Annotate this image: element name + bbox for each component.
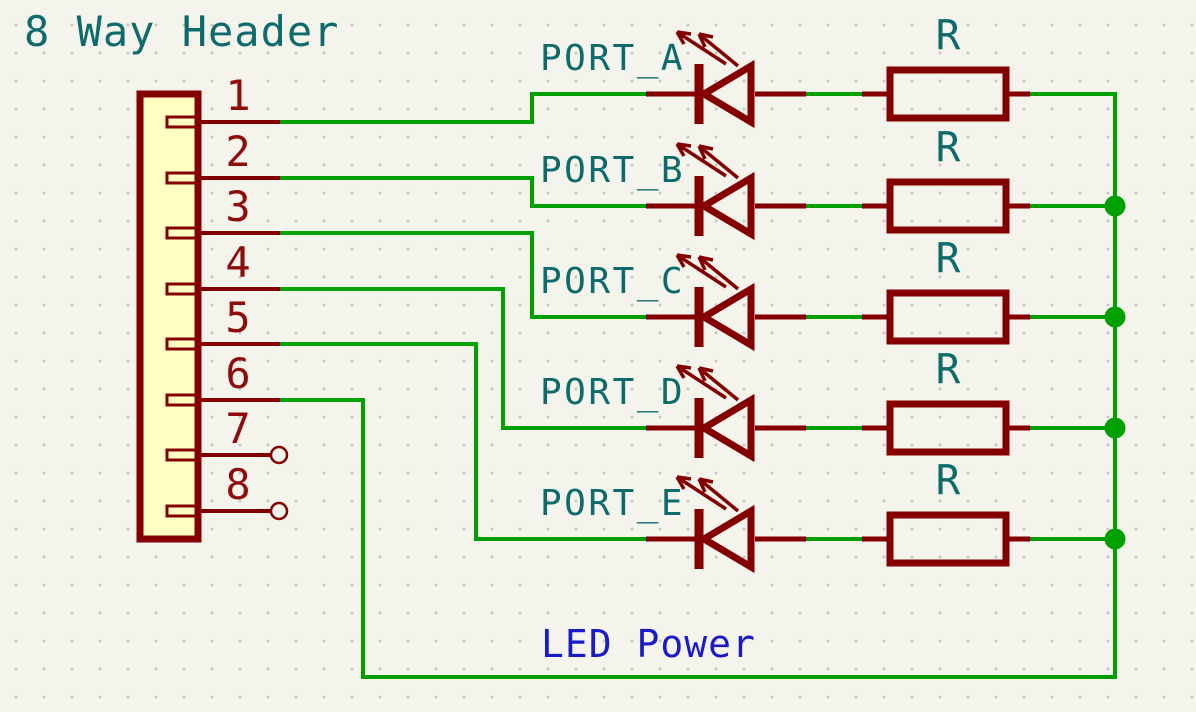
wire-pin2-to-led-b[interactable] <box>280 176 646 208</box>
pin-8-open-end-icon <box>269 501 289 521</box>
pin-number-6: 6 <box>225 349 251 398</box>
junction-dot[interactable] <box>1104 417 1126 439</box>
resistor-e-value[interactable]: R <box>935 456 961 504</box>
net-label-port-c[interactable]: PORT_C <box>540 261 686 302</box>
pin-number-1: 1 <box>225 71 251 120</box>
resistor-a[interactable] <box>862 70 1030 118</box>
pin-number-5: 5 <box>225 293 251 342</box>
net-label-port-a[interactable]: PORT_A <box>540 38 686 79</box>
wire-pin1-to-led-a[interactable] <box>280 92 646 124</box>
wire-pin5-to-led-e[interactable] <box>280 342 646 541</box>
connector-body[interactable] <box>136 90 202 543</box>
pin-notches <box>165 115 199 518</box>
pin-number-2: 2 <box>225 127 251 176</box>
resistor-a-value[interactable]: R <box>935 11 961 59</box>
resistor-b[interactable] <box>862 182 1030 230</box>
net-label-led-power[interactable]: LED Power <box>541 622 756 666</box>
wire-led-power-bus[interactable] <box>280 92 1117 679</box>
wire-pin4-to-led-d[interactable] <box>280 287 646 430</box>
resistor-c-value[interactable]: R <box>935 234 961 282</box>
schematic-title[interactable]: 8 Way Header <box>24 7 340 56</box>
pin-number-3: 3 <box>225 182 251 231</box>
net-label-port-e[interactable]: PORT_E <box>540 483 686 524</box>
resistor-d-value[interactable]: R <box>935 345 961 393</box>
pin-number-4: 4 <box>225 238 251 287</box>
connector-pins <box>198 120 280 513</box>
resistor-e[interactable] <box>862 515 1030 563</box>
pin-7-open-end-icon <box>269 445 289 465</box>
junction-dot[interactable] <box>1104 306 1126 328</box>
junction-dot[interactable] <box>1104 528 1126 550</box>
net-label-port-b[interactable]: PORT_B <box>540 150 686 191</box>
wire-pin3-to-led-c[interactable] <box>280 231 646 319</box>
wires <box>280 92 1117 679</box>
connector-symbol[interactable] <box>136 90 289 543</box>
junctions <box>1104 195 1126 550</box>
resistor-b-value[interactable]: R <box>935 123 961 171</box>
pin-number-8: 8 <box>225 460 251 509</box>
resistor-c[interactable] <box>862 293 1030 341</box>
resistor-d[interactable] <box>862 404 1030 452</box>
pin-number-7: 7 <box>225 404 251 453</box>
junction-dot[interactable] <box>1104 195 1126 217</box>
net-label-port-d[interactable]: PORT_D <box>540 372 686 413</box>
